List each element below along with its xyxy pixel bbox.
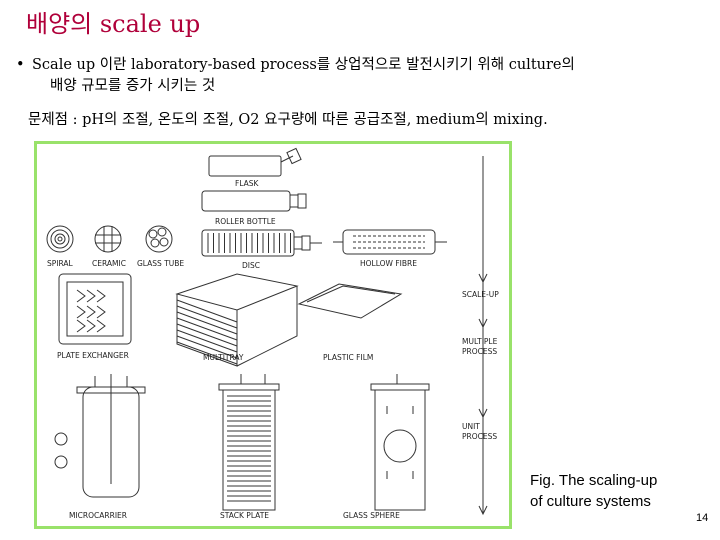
figure-illustration: FLASK ROLLER BOTTLE SPIRAL CERAMIC GLASS…: [46, 147, 499, 520]
spiral-drawing: [46, 225, 74, 253]
label-multiple-process: PROCESS: [462, 347, 497, 356]
slide-title: 배양의 scale up: [26, 10, 201, 38]
scale-up-axis: [478, 156, 488, 516]
label-multiple: MULTIPLE: [462, 337, 498, 346]
multitray-drawing: [175, 273, 299, 367]
drawing-stroke: [176, 329, 238, 353]
label-unit: UNIT: [462, 422, 480, 431]
label-plate-exchanger: PLATE EXCHANGER: [57, 351, 129, 360]
caption-line-2: of culture systems: [530, 493, 651, 510]
flask-drawing: [208, 147, 302, 177]
drawing-stroke: [176, 323, 238, 347]
issues-line: 문제점 : pH의 조절, 온도의 조절, O2 요구량에 따른 공급조절, m…: [28, 112, 548, 128]
stack-plate-drawing: [218, 374, 280, 511]
label-roller-bottle: ROLLER BOTTLE: [215, 217, 276, 226]
plate-exchanger-drawing: [58, 273, 132, 345]
label-disc: DISC: [242, 261, 260, 270]
drawing-stroke: [176, 341, 238, 365]
drawing-stroke: [176, 299, 238, 323]
label-ceramic: CERAMIC: [92, 259, 126, 268]
glass-tube-drawing: [145, 225, 173, 253]
label-spiral: SPIRAL: [47, 259, 74, 268]
definition-line-1: Scale up 이란 laboratory-based process를 상업…: [32, 57, 575, 73]
drawing-stroke: [176, 311, 238, 335]
definition-line-2: 배양 규모를 증가 시키는 것: [50, 78, 216, 94]
label-hollow-fibre: HOLLOW FIBRE: [360, 259, 417, 268]
scale-up-definition: • Scale up 이란 laboratory-based process를 상…: [16, 55, 706, 97]
plastic-film-drawing: [297, 283, 403, 319]
culture-systems-figure: FLASK ROLLER BOTTLE SPIRAL CERAMIC GLASS…: [34, 141, 512, 529]
bullet-icon: •: [16, 57, 25, 73]
glass-sphere-drawing: [370, 374, 430, 511]
label-scale-up: SCALE-UP: [462, 290, 499, 299]
page-number: 14: [696, 512, 709, 524]
label-stack-plate: STACK PLATE: [220, 511, 269, 520]
label-glass-sphere: GLASS SPHERE: [343, 511, 400, 520]
label-microcarrier: MICROCARRIER: [69, 511, 127, 520]
roller-bottle-drawing: [201, 190, 307, 212]
hollow-fibre-drawing: [333, 229, 447, 255]
label-plastic-film: PLASTIC FILM: [323, 353, 373, 362]
ceramic-drawing: [94, 225, 122, 253]
disc-drawing: [201, 229, 322, 257]
microcarrier-drawing: [54, 374, 146, 498]
drawing-stroke: [176, 335, 238, 359]
drawing-stroke: [176, 305, 238, 329]
label-flask: FLASK: [235, 179, 260, 188]
drawing-stroke: [176, 317, 238, 341]
figure-caption: Fig. The scaling-up of culture systems: [530, 470, 657, 512]
caption-line-1: Fig. The scaling-up: [530, 472, 658, 489]
label-multitray: MULTITRAY: [203, 353, 244, 362]
label-unit-process: PROCESS: [462, 432, 497, 441]
label-glass-tube: GLASS TUBE: [137, 259, 184, 268]
